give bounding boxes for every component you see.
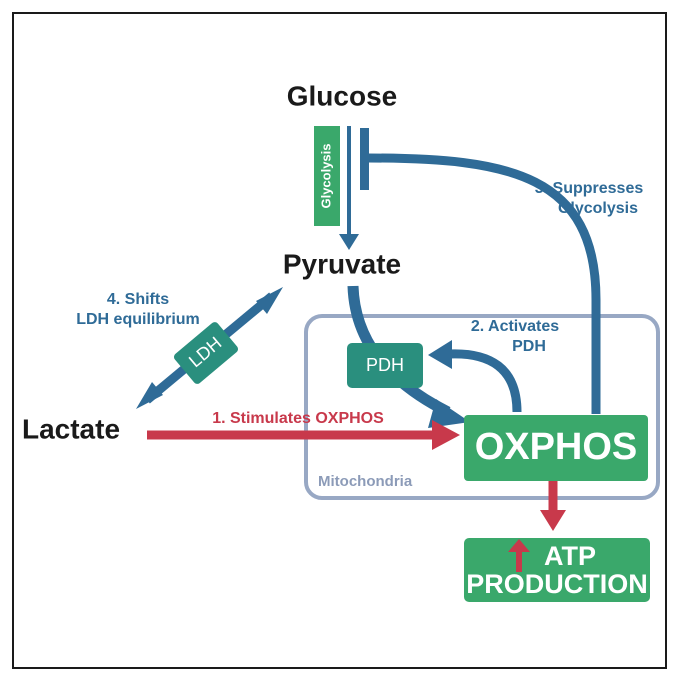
atp-production-box xyxy=(464,538,650,602)
activates-pdh-arrow xyxy=(447,349,522,413)
ldh-arrow-head-lactate xyxy=(136,382,163,409)
pyruvate-to-oxphos-arrow-head xyxy=(428,399,470,428)
ldh-arrow-head-pyruvate xyxy=(256,287,283,314)
mitochondria-label: Mitochondria xyxy=(318,473,413,490)
glycolysis-box xyxy=(314,126,340,226)
activates-pdh-label-line1: 2. Activates xyxy=(471,318,559,335)
atp-label-line1: ATP xyxy=(544,541,596,571)
outer-frame xyxy=(12,12,667,669)
activates-pdh-arrow-head xyxy=(428,340,452,369)
pdh-label: PDH xyxy=(366,355,404,375)
inhibition-bar xyxy=(360,128,369,190)
mitochondria-compartment xyxy=(304,314,660,500)
glycolysis-label: Glycolysis xyxy=(318,143,333,208)
up-arrow-icon xyxy=(508,539,530,572)
suppresses-glycolysis-arc xyxy=(367,153,601,414)
glucose-label: Glucose xyxy=(287,80,397,111)
oxphos-to-atp-arrow-head xyxy=(540,510,566,531)
suppresses-glycolysis-label-line1: 3. Suppresses xyxy=(535,180,644,197)
oxphos-box xyxy=(464,415,648,481)
stimulates-oxphos-arrow-head xyxy=(432,420,460,450)
pyruvate-label: Pyruvate xyxy=(283,248,401,279)
shifts-ldh-label-line1: 4. Shifts xyxy=(107,291,169,308)
lactate-label: Lactate xyxy=(22,413,120,444)
shifts-ldh-label-line2: LDH equilibrium xyxy=(76,311,200,328)
atp-label-line2: PRODUCTION xyxy=(466,569,648,599)
glycolysis-arrow-head xyxy=(339,234,359,250)
suppresses-glycolysis-label-line2: Glycolysis xyxy=(558,200,638,217)
oxphos-label: OXPHOS xyxy=(475,426,638,468)
stimulates-oxphos-label: 1. Stimulates OXPHOS xyxy=(212,410,384,427)
activates-pdh-label-line2: PDH xyxy=(512,338,546,355)
pdh-box xyxy=(347,343,423,388)
